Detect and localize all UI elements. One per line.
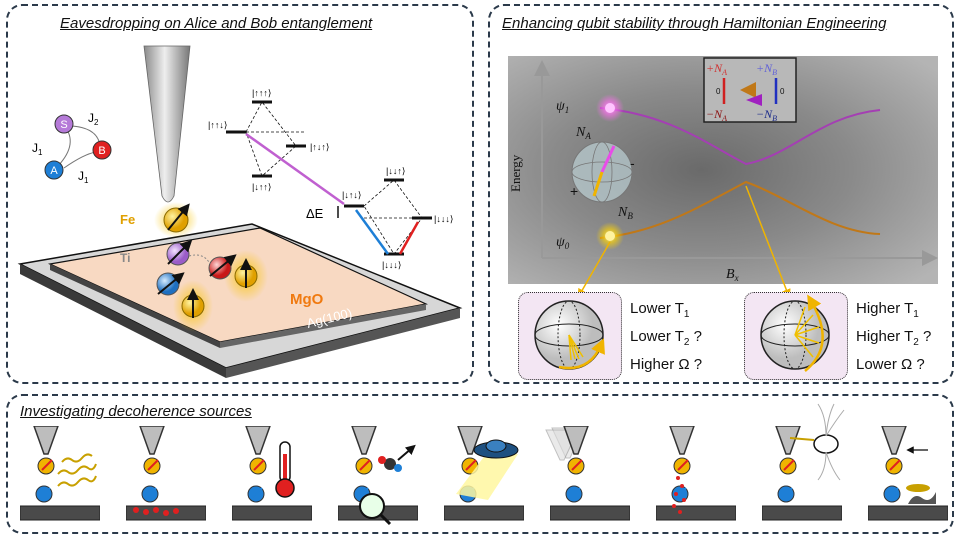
t2-text: Lower T2 ? xyxy=(630,328,702,348)
bloch-sphere xyxy=(571,141,633,203)
level-label: |↓↓↑⟩ xyxy=(386,166,405,176)
source-tunneling-current xyxy=(656,426,736,521)
source-magnetic-field xyxy=(762,403,845,521)
transition-arrow xyxy=(398,221,420,255)
t1-text: Higher T1 xyxy=(856,300,919,320)
omega-text: Higher Ω ? xyxy=(630,356,703,373)
inset-label: +NB xyxy=(756,61,777,77)
source-light-illumination xyxy=(444,426,524,521)
level-label: |↓↓↓⟩ xyxy=(382,260,401,270)
inset-zero: 0 xyxy=(780,87,785,96)
psi0-label: ψ0 xyxy=(556,235,570,251)
plus-sign: + xyxy=(570,183,578,199)
level-label: |↓↓↓⟩ xyxy=(434,214,453,224)
state-vector xyxy=(600,145,616,173)
level-label: |↓↑↑⟩ xyxy=(252,182,271,192)
coupling-j2: J2 xyxy=(88,111,99,127)
panel-title: Investigating decoherence sources xyxy=(20,403,252,420)
qubit-properties-left: Lower T1 Lower T2 ? Higher Ω ? xyxy=(630,298,702,376)
connector-arrow xyxy=(577,241,611,298)
spin-b-label: B xyxy=(98,145,105,157)
spin-b-node xyxy=(92,140,112,160)
entanglement-illustration: MgO Ag(100) Fe Ti xyxy=(17,45,463,378)
stm-tip xyxy=(143,45,191,203)
qubit-box-left xyxy=(518,292,622,380)
spin-arrow xyxy=(167,203,190,231)
spin-triangle: S A B J1 J2 J1 xyxy=(32,111,112,185)
energy-diagram: Energy Bx ψ1 ψ0 NA NB + - +NA xyxy=(508,56,938,299)
ti-label: Ti xyxy=(120,251,130,265)
level-label: |↓↑↓⟩ xyxy=(342,190,361,200)
source-surface-adsorbate xyxy=(868,426,948,521)
transition-arrow xyxy=(354,209,390,255)
source-photon-noise xyxy=(20,426,100,521)
qubit-properties-right: Higher T1 Higher T2 ? Lower Ω ? xyxy=(856,298,931,376)
nucleus-inset: +NA +NB −NA −NB 0 0 xyxy=(703,57,797,123)
omega-text: Lower Ω ? xyxy=(856,356,925,373)
spin-s-label: S xyxy=(60,119,67,131)
panel-title: Eavesdropping on Alice and Bob entanglem… xyxy=(60,15,373,32)
spin-a-label: A xyxy=(50,165,58,177)
connector-arrow xyxy=(745,185,791,299)
mgo-label: MgO xyxy=(290,291,324,308)
bloch-sphere-left xyxy=(534,300,605,370)
inset-label: +NA xyxy=(706,61,727,77)
source-substrate-electrons xyxy=(126,426,206,521)
state-marker xyxy=(605,231,615,241)
state-vector xyxy=(592,171,604,197)
inset-zero: 0 xyxy=(716,87,721,96)
t1-text: Lower T1 xyxy=(630,300,690,320)
spin-arrow xyxy=(157,272,185,295)
delta-e-label: ΔE xyxy=(306,206,324,221)
spin-arrow xyxy=(167,239,193,265)
t2-text: Higher T2 ? xyxy=(856,328,932,348)
panel-hamiltonian: Enhancing qubit stability through Hamilt… xyxy=(488,4,954,384)
coupling-j1: J1 xyxy=(32,141,43,157)
source-temperature xyxy=(232,426,312,521)
energy-level-diagram: ΔE |↑↑↑⟩ |↑↑↓⟩ |↑↓↑⟩ |↓↑↑⟩ |↓↑↓⟩ |↓↓↑⟩ |… xyxy=(208,88,453,270)
bloch-sphere-right xyxy=(760,294,830,372)
panel-decoherence: Investigating decoherence sources xyxy=(6,394,954,534)
psi0-curve xyxy=(599,180,881,239)
fe-label: Fe xyxy=(120,212,135,227)
coupling-j1: J1 xyxy=(78,169,89,185)
coupling-line xyxy=(188,254,211,265)
level-label: |↑↑↓⟩ xyxy=(208,120,227,130)
y-axis-label: Energy xyxy=(508,154,523,192)
inset-label: −NB xyxy=(756,107,777,123)
state-marker xyxy=(605,103,615,113)
na-label: NA xyxy=(575,125,591,141)
level-label: |↑↑↑⟩ xyxy=(252,88,271,98)
psi1-label: ψ1 xyxy=(556,99,569,115)
inset-label: −NA xyxy=(706,107,727,123)
panel-title: Enhancing qubit stability through Hamilt… xyxy=(502,15,887,32)
psi1-curve xyxy=(599,107,881,166)
spin-a-node xyxy=(44,160,64,180)
x-axis-label: Bx xyxy=(726,267,739,283)
qubit-box-right xyxy=(744,292,848,380)
level-label: |↑↓↑⟩ xyxy=(310,142,329,152)
minus-sign: - xyxy=(630,155,635,171)
transition-arrow xyxy=(245,132,345,206)
spin-arrow xyxy=(209,254,237,277)
source-tip-vibration xyxy=(545,426,630,521)
decoherence-sources xyxy=(20,403,948,526)
source-molecule-collision xyxy=(338,426,418,526)
spin-s-node xyxy=(54,114,74,134)
panel-entanglement: Eavesdropping on Alice and Bob entanglem… xyxy=(6,4,474,384)
nb-label: NB xyxy=(617,205,633,221)
